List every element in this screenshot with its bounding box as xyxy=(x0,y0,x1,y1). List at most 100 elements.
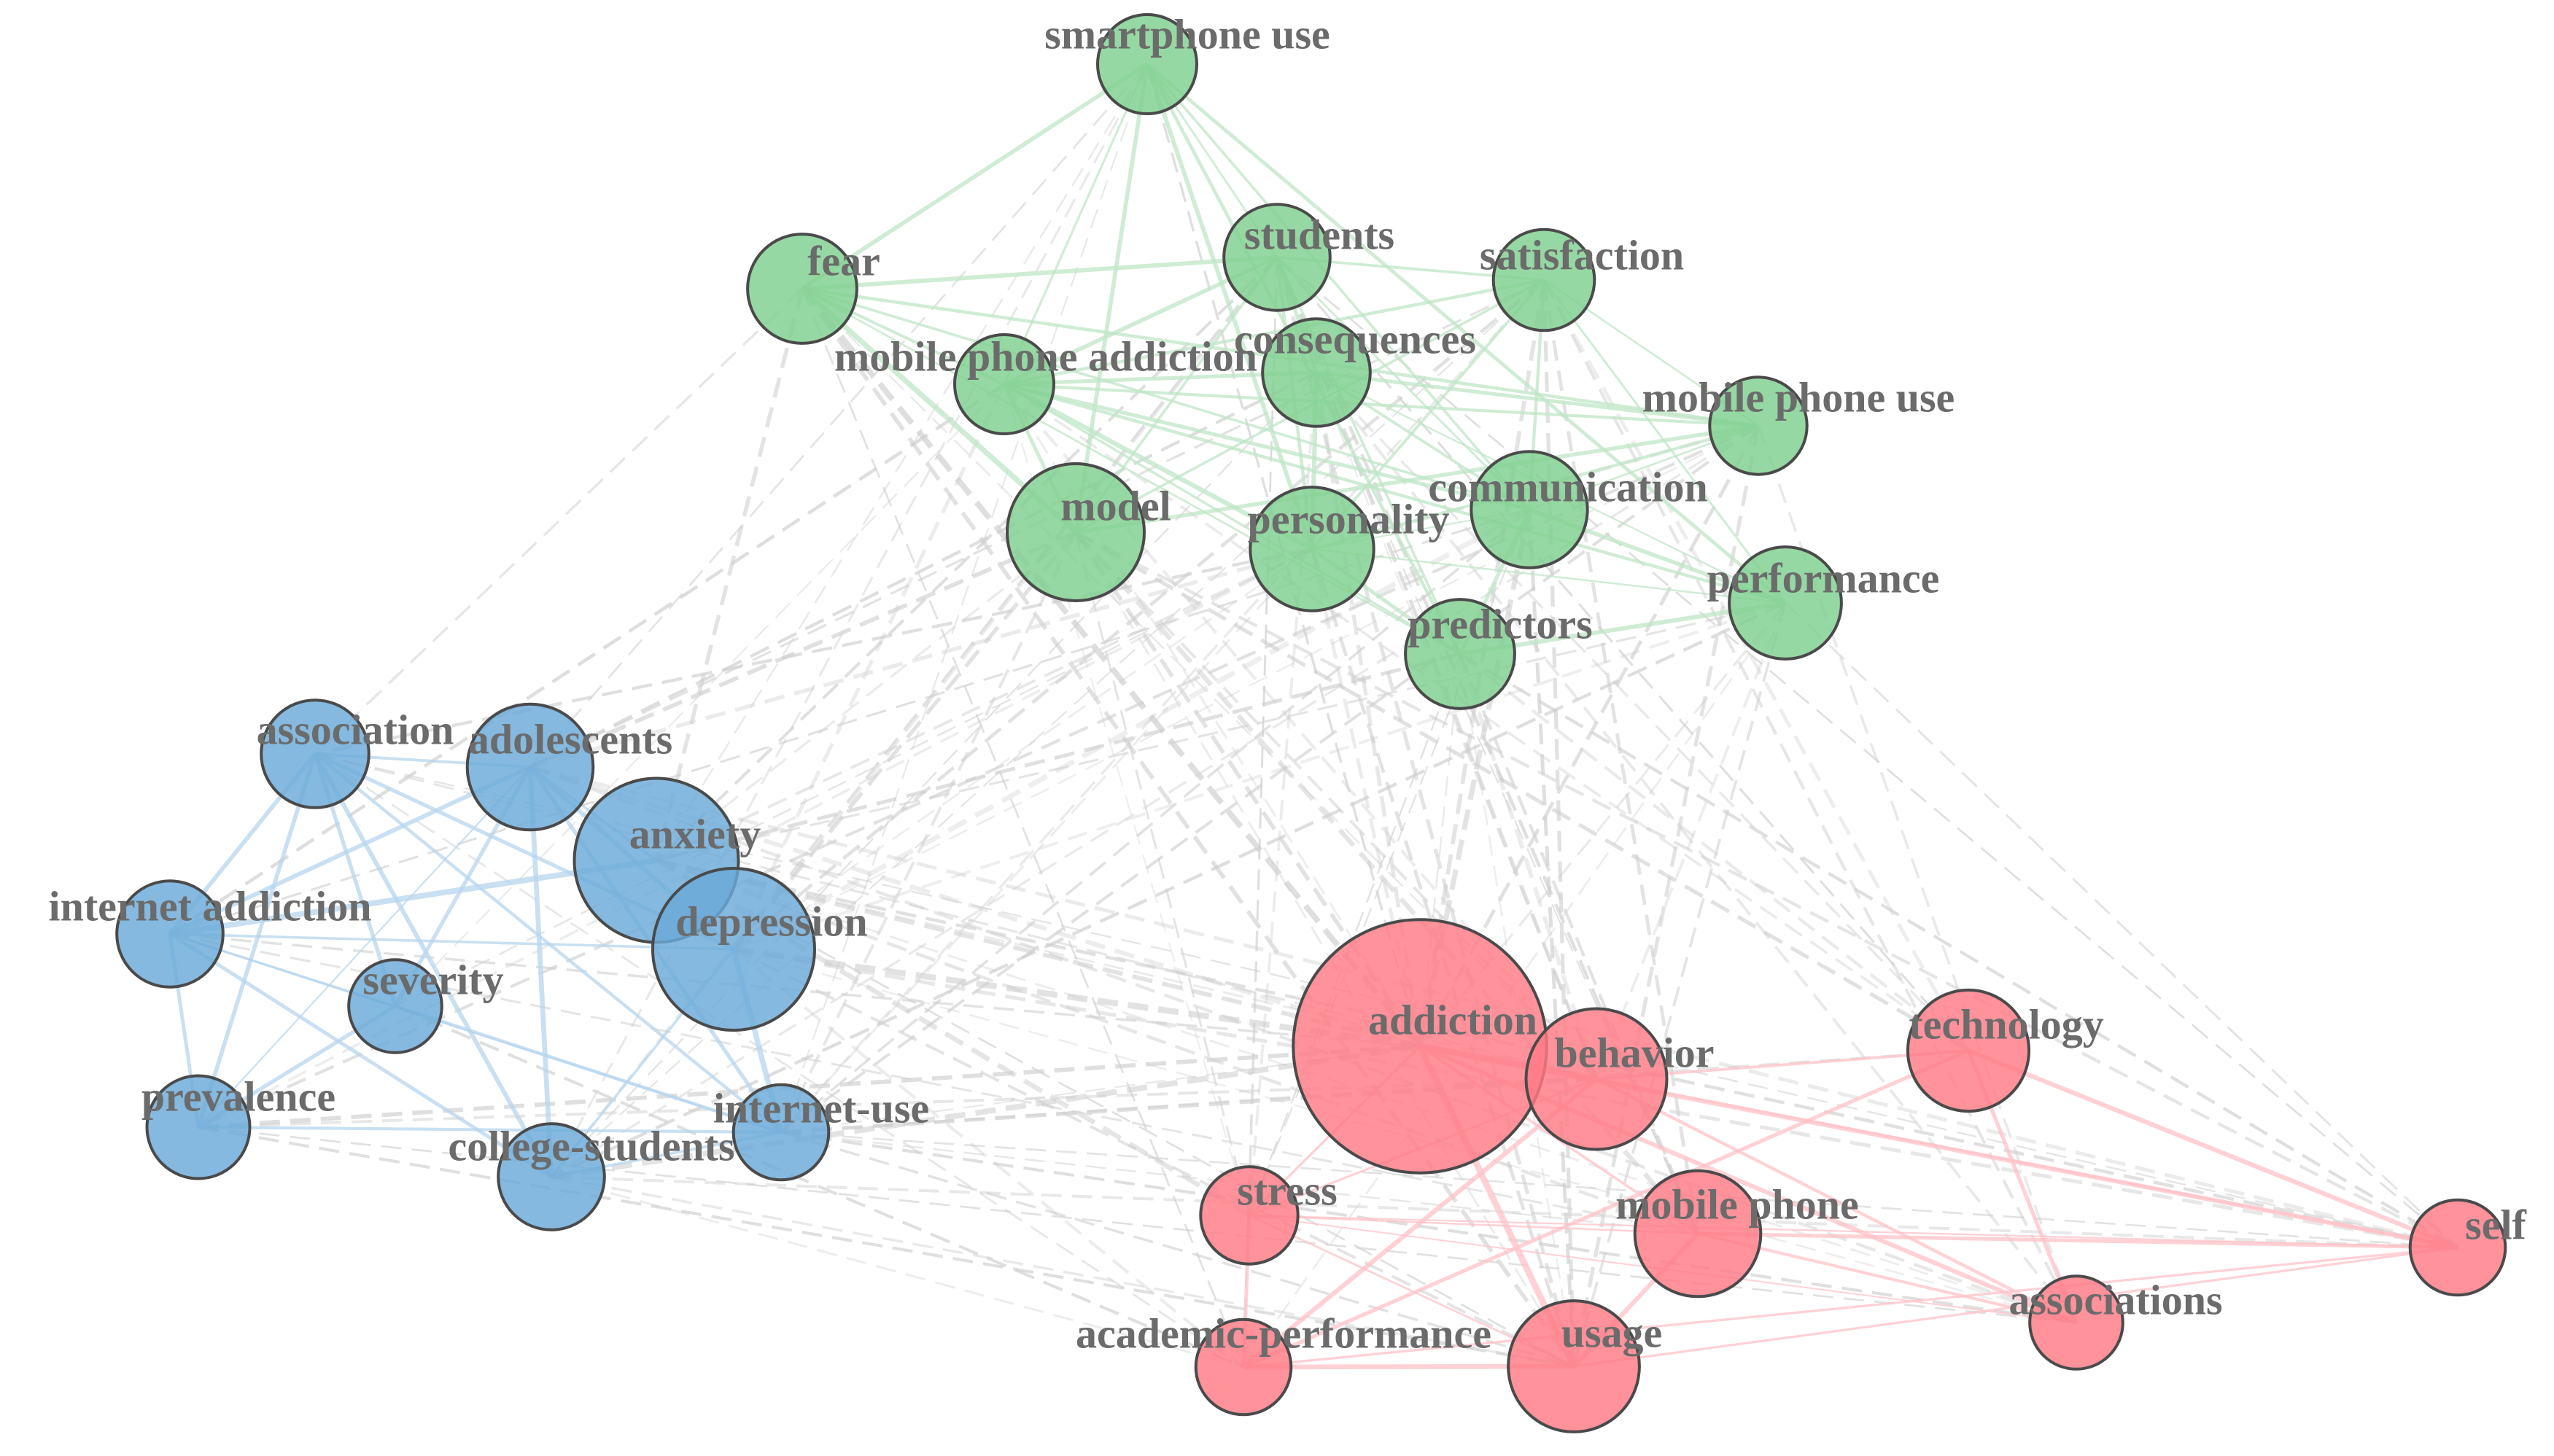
edge-satisfaction-usage xyxy=(1542,279,1576,1367)
edge-predictors-anxiety xyxy=(656,652,1461,863)
edge-self-academic-performance xyxy=(1243,1246,2458,1369)
label-internet-use: internet-use xyxy=(713,1084,929,1132)
label-predictors: predictors xyxy=(1408,600,1592,647)
node-predictors xyxy=(1404,598,1516,710)
node-communication xyxy=(1470,450,1589,569)
edge-smartphone-use-model xyxy=(1074,63,1149,533)
label-satisfaction: satisfaction xyxy=(1480,231,1684,279)
edge-mobile-phone-addiction-communication xyxy=(1004,382,1530,512)
edge-mobile-phone-use-internet-use xyxy=(780,424,1760,1134)
edge-students-college-students xyxy=(550,256,1278,1178)
edge-students-anxiety xyxy=(655,256,1278,862)
edge-satisfaction-mobile-phone-addiction xyxy=(1004,278,1545,386)
node-consequences xyxy=(1261,317,1372,428)
node-behavior xyxy=(1524,1007,1669,1151)
node-fear xyxy=(746,233,858,345)
edge-model-internet-use xyxy=(780,532,1077,1133)
edge-smartphone-use-performance xyxy=(1146,63,1787,604)
edge-association-college-students xyxy=(313,752,554,1178)
node-technology xyxy=(1906,988,2031,1113)
edge-smartphone-use-communication xyxy=(1146,63,1531,511)
edge-mobile-phone-use-model xyxy=(1075,424,1759,534)
edge-model-usage xyxy=(1074,532,1575,1367)
edge-depression-internet-addiction xyxy=(169,933,734,951)
edge-technology-academic-performance xyxy=(1242,1048,1970,1369)
node-stress xyxy=(1199,1165,1300,1266)
edge-students-self xyxy=(1276,257,2458,1248)
edge-prevalence-addiction xyxy=(198,1044,1421,1129)
edge-adolescents-prevalence xyxy=(198,766,531,1128)
edge-performance-behavior xyxy=(1595,602,1787,1080)
node-self xyxy=(2408,1198,2507,1297)
edge-smartphone-use-personality xyxy=(1145,63,1314,550)
edge-performance-anxiety xyxy=(656,602,1786,862)
edge-communication-internet-addiction xyxy=(169,508,1530,935)
edge-performance-college-students xyxy=(551,602,1786,1178)
node-mobile-phone-addiction xyxy=(953,333,1055,435)
label-model: model xyxy=(1060,482,1171,529)
edge-consequences-adolescents xyxy=(529,371,1317,768)
node-severity xyxy=(347,958,443,1054)
edge-depression-academic-performance xyxy=(732,948,1245,1369)
label-internet-addiction: internet addiction xyxy=(48,882,371,930)
node-college-students xyxy=(497,1122,606,1231)
label-behavior: behavior xyxy=(1554,1029,1714,1076)
node-academic-performance xyxy=(1194,1317,1293,1417)
edge-personality-internet-use xyxy=(780,548,1313,1134)
edge-severity-internet-use xyxy=(395,1004,782,1134)
edge-mobile-phone-use-college-students xyxy=(551,424,1759,1178)
label-academic-performance: academic-performance xyxy=(1076,1309,1491,1357)
label-technology: technology xyxy=(1909,1000,2103,1048)
edge-satisfaction-addiction xyxy=(1418,279,1546,1047)
edge-anxiety-mobile-phone xyxy=(656,858,1699,1236)
edge-adolescents-internet-addiction xyxy=(168,765,532,936)
edge-mobile-phone-addiction-predictors xyxy=(1004,383,1461,655)
edge-internet-addiction-college-students xyxy=(168,932,553,1179)
edge-predictors-technology xyxy=(1459,653,1970,1052)
edge-consequences-associations xyxy=(1315,371,2078,1324)
node-students xyxy=(1222,203,1332,312)
edge-personality-depression xyxy=(733,548,1313,951)
edge-smartphone-use-college-students xyxy=(550,63,1149,1177)
node-prevalence xyxy=(145,1074,252,1180)
label-usage: usage xyxy=(1561,1309,1663,1356)
edge-model-adolescents xyxy=(529,530,1077,769)
edge-students-depression xyxy=(731,256,1279,951)
edge-satisfaction-technology xyxy=(1542,279,1971,1052)
edge-model-technology xyxy=(1074,530,1970,1053)
edge-fear-academic-performance xyxy=(801,288,1245,1368)
node-usage xyxy=(1507,1299,1641,1433)
edge-stress-mobile-phone xyxy=(1249,1214,1699,1235)
edge-predictors-mobile-phone xyxy=(1459,653,1699,1234)
edge-mobile-phone-addiction-internet-addiction xyxy=(168,383,1006,935)
label-adolescents: adolescents xyxy=(468,715,672,763)
edge-satisfaction-associations xyxy=(1542,279,2078,1323)
edge-behavior-self xyxy=(1596,1078,2458,1249)
edge-fear-addiction xyxy=(799,287,1423,1048)
node-mobile-phone-use xyxy=(1708,375,1809,476)
edge-prevalence-usage xyxy=(198,1125,1575,1369)
node-internet-addiction xyxy=(115,879,225,989)
edge-mobile-phone-addiction-stress xyxy=(1003,384,1251,1216)
edge-association-academic-performance xyxy=(314,752,1244,1369)
edge-smartphone-use-mobile-phone-addiction xyxy=(1003,63,1149,385)
edge-performance-self xyxy=(1784,602,2459,1249)
edge-internet-use-associations xyxy=(780,1130,2077,1325)
node-depression xyxy=(651,867,816,1032)
edge-anxiety-usage xyxy=(656,859,1575,1368)
edge-prevalence-internet-use xyxy=(198,1125,782,1134)
edge-college-students-usage xyxy=(551,1175,1575,1368)
edge-depression-addiction xyxy=(733,946,1421,1050)
edge-depression-associations xyxy=(733,948,2077,1324)
node-association xyxy=(260,698,370,809)
label-personality: personality xyxy=(1247,495,1449,542)
edge-mobile-phone-addiction-performance xyxy=(1004,382,1786,605)
node-addiction xyxy=(1292,918,1548,1175)
label-fear: fear xyxy=(807,237,880,284)
edge-anxiety-stress xyxy=(655,858,1251,1218)
edge-performance-usage xyxy=(1572,602,1787,1367)
label-college-students: college-students xyxy=(448,1122,734,1169)
label-performance: performance xyxy=(1707,554,1940,602)
